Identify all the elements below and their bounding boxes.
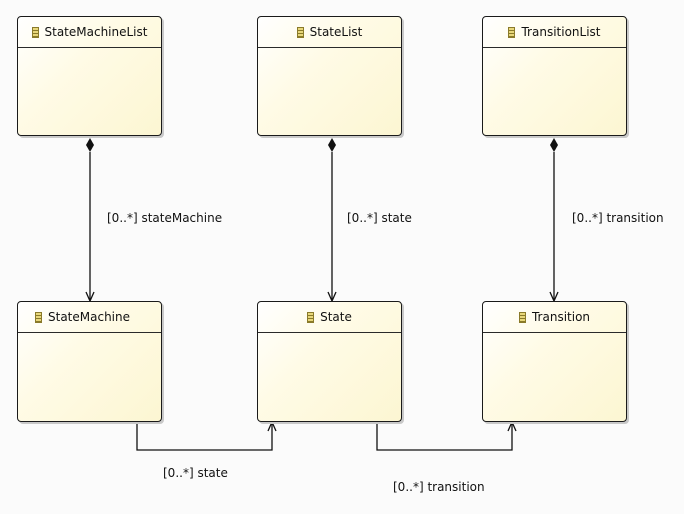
- class-state[interactable]: State: [257, 301, 402, 422]
- composition-diamond: [86, 138, 94, 152]
- class-header: StateList: [258, 17, 401, 48]
- arrowhead: [507, 420, 517, 432]
- class-icon: [508, 26, 516, 38]
- class-name: StateMachine: [48, 310, 130, 324]
- class-header: Transition: [483, 302, 626, 333]
- class-icon: [307, 311, 315, 323]
- arrowhead: [267, 420, 277, 432]
- reference-statemachine-state[interactable]: [136, 420, 277, 451]
- class-icon: [31, 26, 39, 38]
- class-transition[interactable]: Transition: [482, 301, 627, 422]
- class-header: TransitionList: [483, 17, 626, 48]
- class-icon: [296, 26, 304, 38]
- class-name: TransitionList: [521, 25, 601, 39]
- composition-transitionlist-transition[interactable]: [549, 138, 559, 303]
- edge-label-sm-state: [0..*] state: [163, 466, 228, 480]
- class-name: StateMachineList: [44, 25, 148, 39]
- class-transitionlist[interactable]: TransitionList: [482, 16, 627, 136]
- class-name: State: [320, 310, 352, 324]
- composition-statelist-state[interactable]: [327, 138, 337, 303]
- class-icon: [35, 311, 42, 323]
- class-name: Transition: [531, 310, 591, 324]
- composition-statemachinelist-statemachine[interactable]: [85, 138, 95, 303]
- class-statemachine[interactable]: StateMachine: [17, 301, 162, 422]
- class-icon: [518, 311, 526, 323]
- composition-diamond: [328, 138, 336, 152]
- reference-state-transition[interactable]: [376, 420, 517, 451]
- edge-label-transition: [0..*] transition: [572, 211, 664, 225]
- class-name: StateList: [309, 25, 363, 39]
- class-header: StateMachineList: [18, 17, 161, 48]
- edge-label-state: [0..*] state: [347, 211, 412, 225]
- class-statemachinelist[interactable]: StateMachineList: [17, 16, 162, 136]
- edge-label-state-transition: [0..*] transition: [393, 480, 485, 494]
- class-statelist[interactable]: StateList: [257, 16, 402, 136]
- composition-diamond: [550, 138, 558, 152]
- edge-label-statemachine: [0..*] stateMachine: [107, 211, 223, 225]
- class-header: State: [258, 302, 401, 333]
- class-header: StateMachine: [18, 302, 161, 333]
